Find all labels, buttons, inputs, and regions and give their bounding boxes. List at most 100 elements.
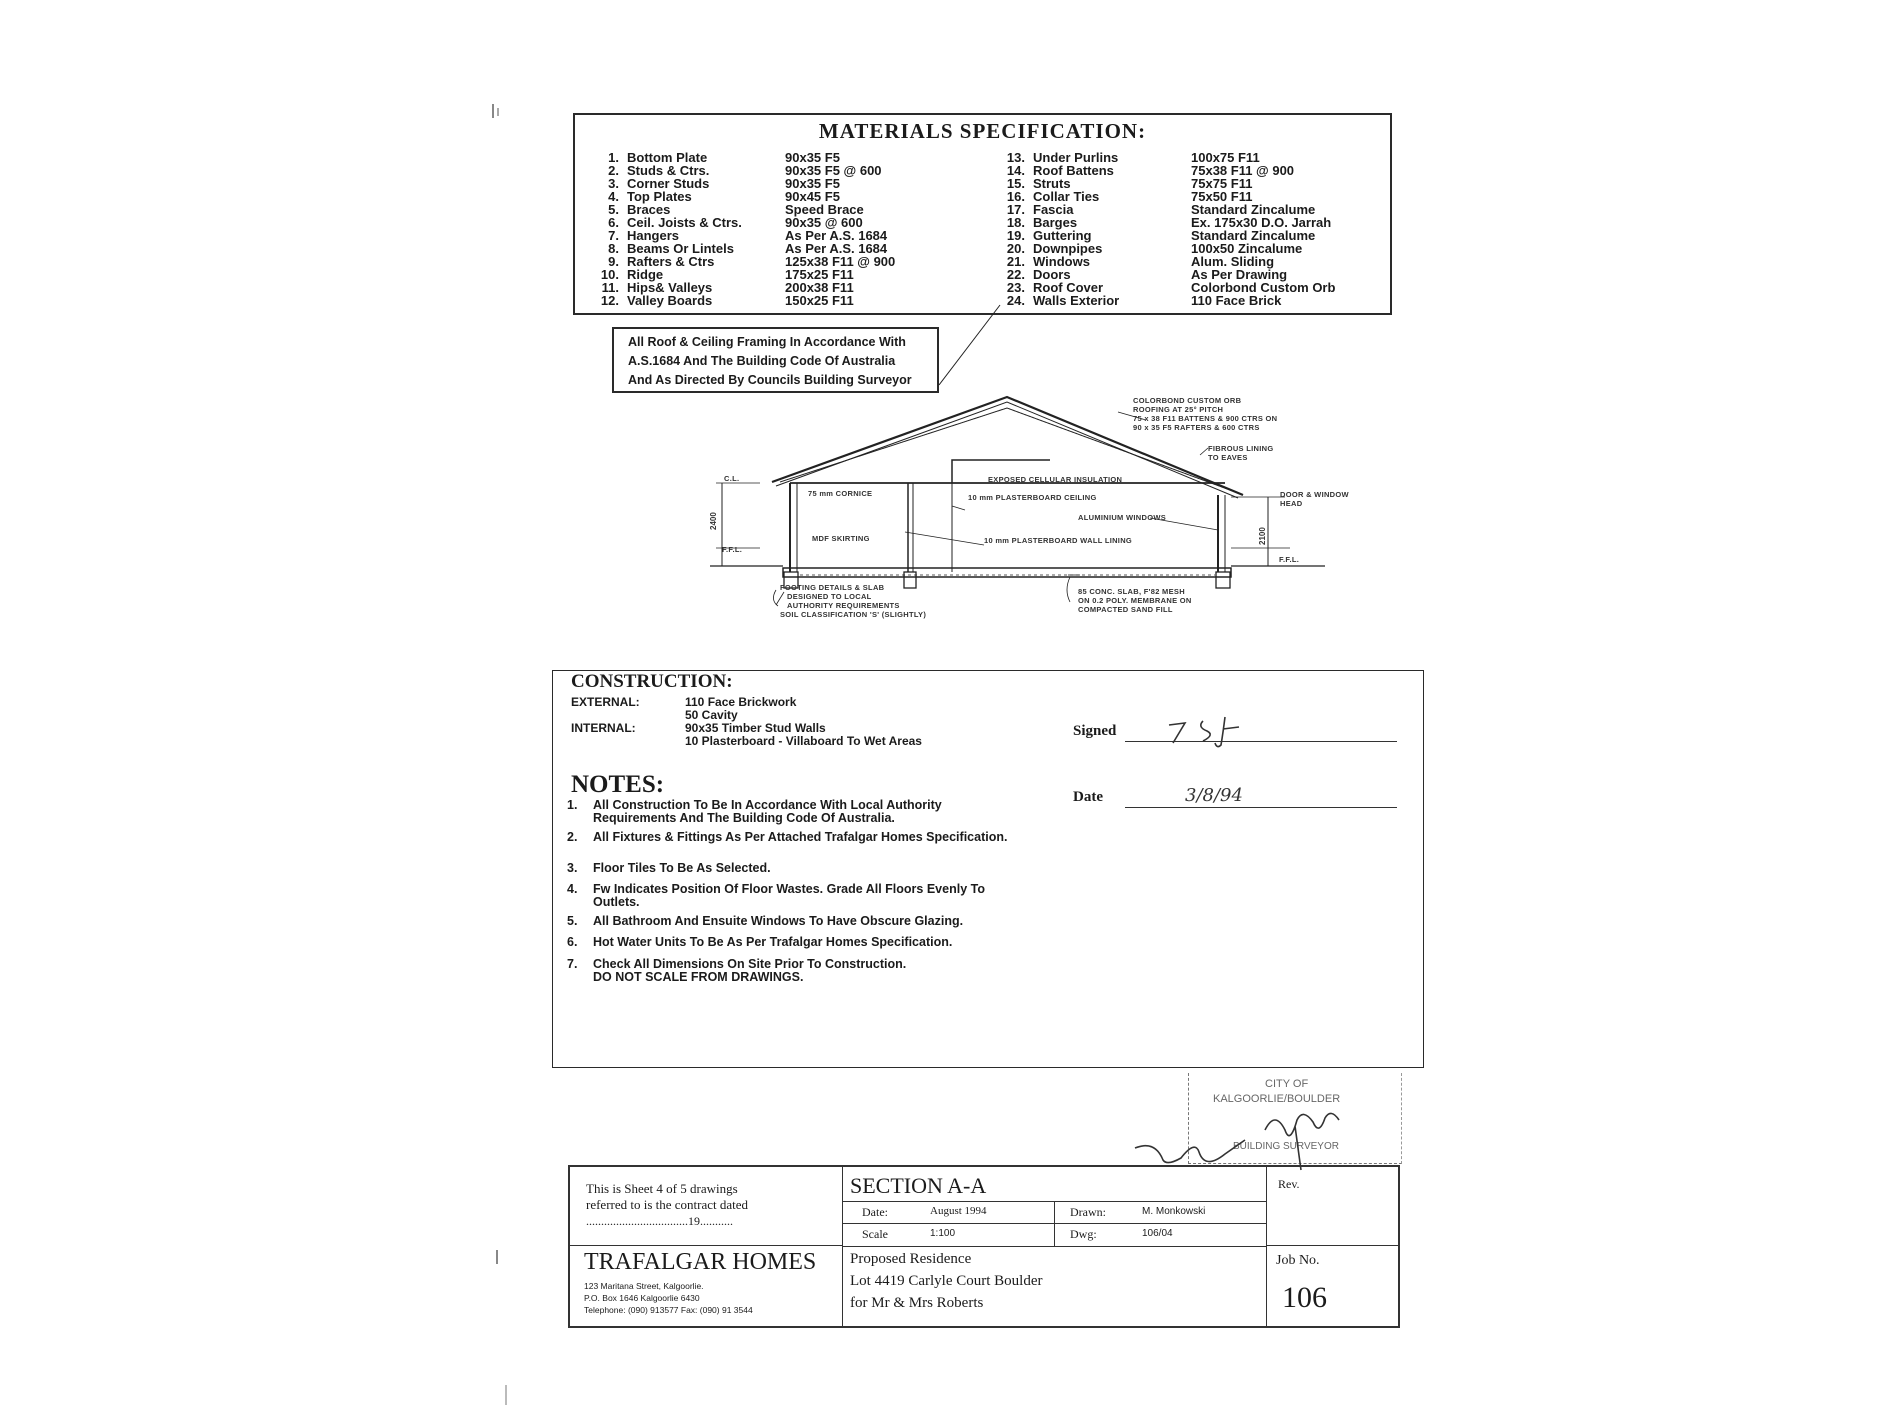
material-name: Rafters & Ctrs: [627, 254, 715, 269]
note-item: 3.Floor Tiles To Be As Selected.: [567, 862, 1027, 875]
material-row: 20. Downpipes 100x50 Zincalume: [993, 242, 1391, 255]
material-name: Walls Exterior: [1033, 293, 1120, 308]
date-label: Date: [1073, 789, 1103, 805]
note-number: 4.: [567, 882, 578, 896]
date-line: [1125, 807, 1397, 808]
material-number: 13.: [1006, 150, 1025, 165]
project-line-2: Lot 4419 Carlyle Court Boulder: [850, 1273, 1043, 1289]
material-value: 100x50 Zincalume: [1191, 241, 1303, 256]
note-text: All Fixtures & Fittings As Per Attached …: [593, 830, 1008, 844]
material-name: Ceil. Joists & Ctrs.: [627, 215, 742, 230]
info-grid: Date: August 1994 Drawn: M. Monkowski Sc…: [842, 1201, 1266, 1247]
tb-divider-h2: [1266, 1245, 1398, 1246]
window-note-1: DOOR & WINDOW: [1280, 490, 1350, 499]
rev-label: Rev.: [1278, 1177, 1300, 1191]
framing-callout-box: All Roof & Ceiling Framing In Accordance…: [612, 327, 939, 393]
material-name: Corner Studs: [627, 176, 710, 191]
construction-title: CONSTRUCTION:: [571, 671, 733, 692]
note-number: 1.: [567, 798, 578, 812]
sheet-info-2: referred to is the contract dated: [586, 1197, 749, 1212]
material-name: Braces: [627, 202, 671, 217]
material-value: Colorbond Custom Orb: [1191, 280, 1336, 295]
callout-line: A.S.1684 And The Building Code Of Austra…: [628, 354, 896, 368]
title-block: This is Sheet 4 of 5 drawings referred t…: [568, 1165, 1400, 1328]
material-name: Windows: [1033, 254, 1090, 269]
company-address-2: P.O. Box 1646 Kalgoorlie 6430: [584, 1293, 700, 1303]
dim-head-height: 2100: [1258, 527, 1267, 545]
company-phone: Telephone: (090) 913577 Fax: (090) 91 35…: [584, 1305, 753, 1315]
date-value: 3/8/94: [1185, 785, 1243, 806]
material-name: Bottom Plate: [627, 150, 708, 165]
eave-note-1: FIBROUS LINING: [1208, 444, 1273, 453]
material-number: 15.: [1006, 176, 1025, 191]
material-value: 75x50 F11: [1191, 189, 1253, 204]
roof-note-2: ROOFING AT 25° PITCH: [1133, 405, 1223, 414]
external-line-1: 110 Face Brickwork: [685, 695, 797, 709]
dim-ceiling-height: 2400: [709, 512, 718, 530]
material-number: 14.: [1006, 163, 1025, 178]
material-value: As Per A.S. 1684: [785, 228, 888, 243]
job-label: Job No.: [1276, 1253, 1320, 1268]
material-value: 90x35 F5: [785, 176, 840, 191]
material-number: 3.: [608, 176, 619, 191]
note-number: 6.: [567, 935, 578, 949]
material-name: Struts: [1033, 176, 1071, 191]
material-value: 200x38 F11: [785, 280, 854, 295]
material-row: 3. Corner Studs 90x35 F5: [587, 177, 985, 190]
material-value: 100x75 F11: [1191, 150, 1260, 165]
material-number: 18.: [1006, 215, 1025, 230]
material-number: 20.: [1006, 241, 1025, 256]
scan-edge-mark: [496, 1250, 498, 1264]
note-number: 3.: [567, 861, 578, 875]
material-number: 8.: [608, 241, 619, 256]
note-item: 1.All Construction To Be In Accordance W…: [567, 799, 1027, 825]
stamp-line-2: KALGOORLIE/BOULDER: [1213, 1093, 1341, 1105]
material-number: 21.: [1006, 254, 1025, 269]
tb-divider-v2: [1266, 1167, 1267, 1326]
external-label: EXTERNAL:: [571, 695, 640, 709]
note-item: 2.All Fixtures & Fittings As Per Attache…: [567, 831, 1027, 844]
material-row: 6.Ceil. Joists & Ctrs.90x35 @ 600: [587, 216, 985, 229]
internal-label: INTERNAL:: [571, 721, 636, 735]
material-value: As Per A.S. 1684: [785, 241, 888, 256]
note-do-not-scale: DO NOT SCALE FROM DRAWINGS.: [593, 970, 804, 984]
slab-note-1: 85 CONC. SLAB, F'82 MESH: [1078, 587, 1185, 596]
material-number: 23.: [1006, 280, 1025, 295]
footing-note-2: DESIGNED TO LOCAL: [787, 592, 872, 601]
material-value: Ex. 175x30 D.O. Jarrah: [1191, 215, 1332, 230]
material-name: Beams Or Lintels: [627, 241, 734, 256]
note-item: 4. Fw Indicates Position Of Floor Wastes.…: [567, 883, 1027, 909]
material-value: As Per Drawing: [1191, 267, 1288, 282]
signature: [1168, 716, 1240, 748]
company-name: TRAFALGAR HOMES: [584, 1249, 817, 1275]
material-name: Downpipes: [1033, 241, 1103, 256]
ceiling-label: 10 mm PLASTERBOARD CEILING: [968, 493, 1097, 502]
material-number: 6.: [608, 215, 619, 230]
external-line-2: 50 Cavity: [685, 708, 738, 722]
roof-note-1: COLORBOND CUSTOM ORB: [1133, 396, 1242, 405]
material-name: Guttering: [1033, 228, 1092, 243]
scan-edge-mark: [492, 104, 494, 118]
material-number: 1.: [608, 150, 619, 165]
date-field-label: Date:: [862, 1205, 888, 1219]
project-line-3: for Mr & Mrs Roberts: [850, 1295, 984, 1311]
material-row: 2.Studs & Ctrs.90x35 F5 @ 600: [587, 164, 985, 177]
note-item: 5.All Bathroom And Ensuite Windows To Ha…: [567, 915, 1027, 928]
note-text: Fw Indicates Position Of Floor Wastes. G…: [593, 882, 985, 909]
note-item: 7.Check All Dimensions On Site Prior To …: [567, 958, 1027, 971]
job-number: 106: [1282, 1281, 1327, 1314]
notes-title: NOTES:: [571, 771, 665, 798]
slab-note-2: ON 0.2 POLY. MEMBRANE ON: [1078, 596, 1192, 605]
callout-line: And As Directed By Councils Building Sur…: [628, 373, 912, 387]
ceiling-level: C.L.: [724, 474, 739, 483]
material-name: Roof Cover: [1033, 280, 1104, 295]
